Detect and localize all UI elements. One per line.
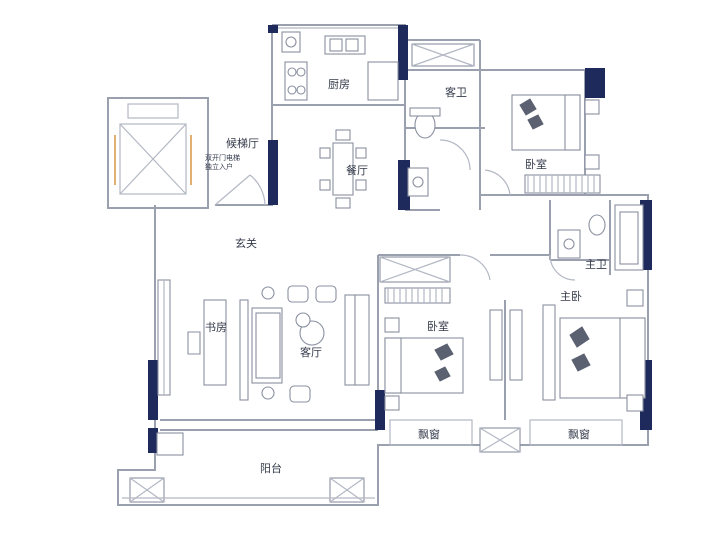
balcony-fixtures <box>122 432 375 503</box>
label-study: 书房 <box>205 321 227 334</box>
label-master-bedroom: 主卧 <box>560 290 582 303</box>
label-bay-window-1: 飘窗 <box>418 427 440 441</box>
study-furniture <box>157 279 227 396</box>
bay-windows <box>389 419 623 453</box>
guest-bath-fixtures <box>407 107 471 197</box>
label-bedroom-ne: 卧室 <box>525 157 547 171</box>
label-bedroom-center: 卧室 <box>427 319 449 333</box>
bedroom-ne-furniture <box>484 94 601 196</box>
living-furniture <box>239 285 370 403</box>
dining-table <box>319 129 367 209</box>
kitchen-fixtures <box>281 31 399 101</box>
elevator-hall <box>107 97 209 209</box>
label-balcony: 阳台 <box>260 461 282 475</box>
entry-door <box>214 174 266 206</box>
top-windows <box>278 27 475 67</box>
label-bay-window-2: 飘窗 <box>568 427 590 441</box>
label-kitchen: 厨房 <box>328 78 350 91</box>
bedroom-center-furniture <box>379 254 523 411</box>
label-elevator-note-2: 独立入户 <box>205 162 233 171</box>
label-entrance: 玄关 <box>235 236 257 250</box>
room-labels: 厨房 客卫 卧室 候梯厅 双开门电梯 独立入户 餐厅 玄关 主卫 主卧 书房 客… <box>205 78 607 475</box>
label-guest-bath: 客卫 <box>445 85 467 99</box>
label-living: 客厅 <box>300 345 322 359</box>
label-elevator-hall: 候梯厅 <box>226 136 259 150</box>
master-bedroom-furniture <box>542 289 646 412</box>
master-bath-fixtures <box>549 204 644 281</box>
label-elevator-note-1: 双开门电梯 <box>205 153 240 162</box>
label-master-bath: 主卫 <box>585 258 607 271</box>
label-dining: 餐厅 <box>346 163 368 177</box>
interior-walls <box>160 70 611 431</box>
